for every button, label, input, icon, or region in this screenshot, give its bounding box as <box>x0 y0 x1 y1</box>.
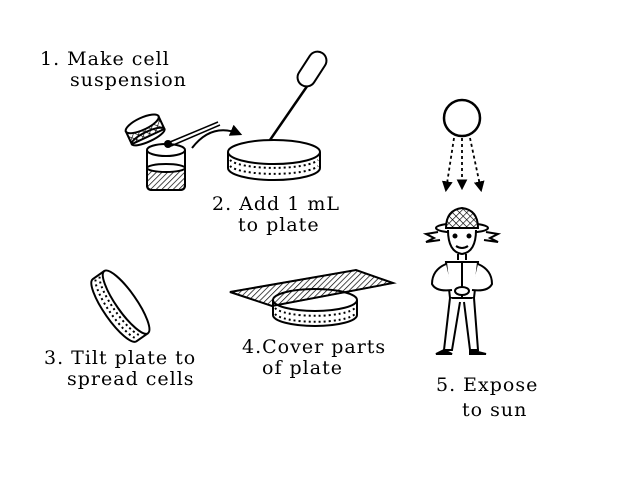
pipette-icon <box>268 50 328 141</box>
sun-icon <box>442 98 482 138</box>
jar-lid-icon <box>124 113 166 147</box>
step-2-label-line-2: to plate <box>238 214 320 236</box>
transfer-arrow <box>191 124 243 149</box>
cover-sheet-icon <box>229 268 397 308</box>
step-4-label-line-2: of plate <box>262 357 343 379</box>
beaker-icon <box>146 140 186 191</box>
step-5-label-line-1: 5. Expose <box>436 374 539 396</box>
step-5-label-line-2: to sun <box>462 399 528 421</box>
sun-rays <box>441 137 485 193</box>
stirrer-icon <box>169 121 221 147</box>
step-4-label-line-1: 4.Cover parts <box>242 336 387 358</box>
step-1-label-line-2: suspension <box>70 69 187 91</box>
step-3-label-line-1: 3. Tilt plate to <box>44 347 197 369</box>
person-icon <box>422 206 502 355</box>
petri-dish-icon <box>227 139 321 181</box>
step-2-label-line-1: 2. Add 1 mL <box>212 193 341 215</box>
step-1-label-line-1: 1. Make cell <box>40 48 170 70</box>
tilted-dish-icon <box>90 269 151 343</box>
step-3-label-line-2: spread cells <box>67 368 195 390</box>
